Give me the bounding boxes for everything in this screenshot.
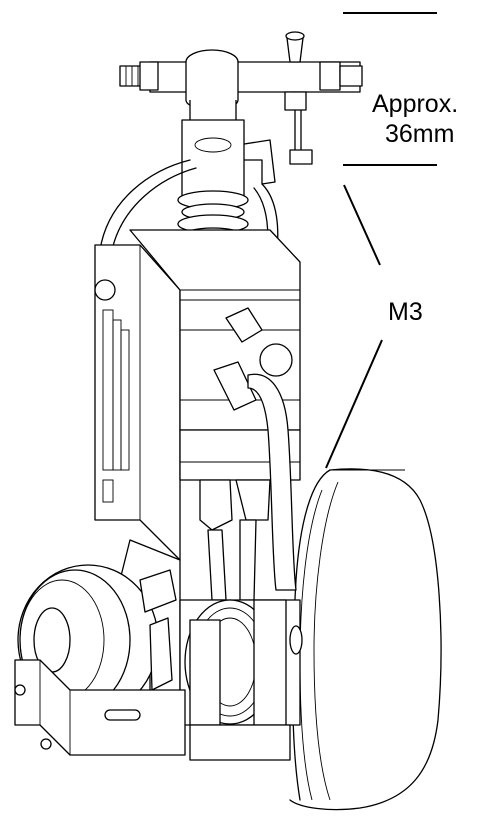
leader-line-lower — [325, 339, 383, 469]
top-fuel-assembly — [119, 31, 363, 185]
dimension-label-approx: Approx. — [372, 90, 458, 118]
flywheel — [289, 468, 442, 811]
leader-line-upper — [343, 184, 381, 266]
crank-pulley — [179, 599, 303, 761]
dimension-markers — [343, 12, 437, 166]
dimension-label-36mm: 36mm — [385, 120, 454, 148]
m3-leader-lines — [325, 184, 383, 469]
base-plate — [14, 659, 186, 756]
connecting-rod — [199, 479, 271, 601]
thread-label-m3: M3 — [388, 298, 423, 326]
carburettor-fittings — [213, 307, 297, 591]
